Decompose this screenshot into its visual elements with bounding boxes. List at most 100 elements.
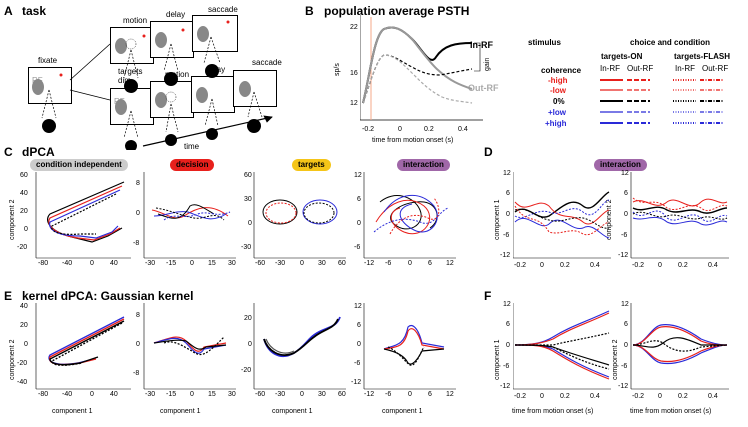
c1-ytick-3: 0 (24, 226, 28, 233)
f-plots (513, 303, 729, 390)
e1-ytick-0: 40 (20, 303, 28, 310)
dpca-plot-condition-independent (35, 172, 131, 259)
c1-xtick-0: -80 (38, 260, 49, 267)
legend-row-low-pos: +low (548, 108, 567, 117)
d2-xtick-2: 0.2 (678, 262, 688, 269)
c3-ytick-0: 60 (244, 172, 252, 179)
panel-label-e: E (4, 289, 13, 303)
c1-ytick-1: 40 (20, 190, 28, 197)
c4-xtick-1: -6 (385, 260, 392, 267)
e4-ytick-4: -12 (351, 379, 362, 386)
targets-dim-label: targets dim (118, 67, 143, 85)
d-ytick-3: -6 (503, 232, 510, 239)
f-plot-2 (630, 303, 729, 390)
c1-xtick-3: 40 (110, 260, 118, 267)
in-rf-flash-curve (362, 54, 473, 104)
d-xtick-2: 0.2 (560, 262, 570, 269)
d-plot-2 (630, 172, 729, 259)
c2-ytick-2: -8 (133, 240, 140, 247)
legend-row-high-pos: +high (545, 119, 567, 128)
e4-xtick-2: 0 (408, 391, 412, 398)
psth-xtick-3: 0.4 (458, 126, 468, 133)
d-xtick-1: 0 (540, 262, 544, 269)
c4-xtick-4: 12 (446, 260, 454, 267)
psth-ytick-12: 12 (350, 100, 358, 107)
d2-xtick-0: -0.2 (632, 262, 645, 269)
tag-targets: targets (292, 159, 331, 171)
e3-xlabel: component 1 (272, 408, 313, 415)
d2-xtick-3: 0.4 (708, 262, 718, 269)
d-ytick-2: 0 (506, 211, 510, 218)
e1-xtick-1: -40 (62, 391, 73, 398)
c1-xtick-1: -40 (62, 260, 73, 267)
branch-arrow (69, 43, 111, 81)
monkey-head-icon (205, 64, 219, 78)
e4-ytick-2: 0 (357, 341, 361, 348)
e2-xtick-0: -30 (145, 391, 156, 398)
e2-xlabel: component 1 (160, 408, 201, 415)
rf-blob (239, 81, 251, 97)
c4-ytick-2: 0 (357, 220, 361, 227)
rf-blob (197, 26, 209, 42)
f2-xtick-3: 0.4 (708, 393, 718, 400)
e1-xtick-0: -80 (38, 391, 49, 398)
f-ytick-1: 6 (506, 321, 510, 328)
panel-label-a: A (4, 4, 13, 18)
delay-label: delay (166, 10, 186, 19)
c3-xtick-2: 0 (300, 260, 304, 267)
legend-targets-on: targets-ON (601, 52, 643, 61)
psth-xtick-1: 0 (398, 126, 402, 133)
f-ytick-0: 12 (503, 301, 511, 308)
rf-blob (196, 87, 208, 103)
d2-ytick-3: -6 (621, 232, 628, 239)
c2-xtick-2: 0 (190, 260, 194, 267)
e1-ytick-1: 20 (20, 322, 28, 329)
f2-ytick-4: -12 (618, 383, 629, 390)
psth-xtick-0: -0.2 (362, 126, 375, 133)
motion-label: motion (123, 16, 148, 25)
e3-ytick-2: -20 (241, 367, 252, 374)
e4-xtick-1: -6 (385, 391, 392, 398)
f2-ytick-3: -6 (621, 363, 628, 370)
f1-xlabel: time from motion onset (s) (512, 408, 594, 415)
c3-ytick-2: 0 (248, 220, 252, 227)
d-plot-1 (513, 172, 611, 259)
e3-xtick-1: -30 (275, 391, 286, 398)
d-ytick-4: -12 (500, 252, 511, 259)
time-label: time (184, 142, 200, 151)
monkey-head-icon (42, 119, 56, 133)
c4-xtick-2: 0 (408, 260, 412, 267)
rf-blob (115, 38, 127, 54)
e4-xtick-4: 12 (446, 391, 454, 398)
out-rf-flash-curve (362, 54, 473, 104)
c4-ytick-1: 6 (357, 196, 361, 203)
c3-xtick-4: 60 (338, 260, 346, 267)
motion2-label: motion (165, 70, 190, 79)
d2-ytick-1: 6 (624, 190, 628, 197)
d-xtick-0: -0.2 (514, 262, 527, 269)
rf-blob (155, 32, 167, 48)
f-xtick-2: 0.2 (560, 393, 570, 400)
f-ytick-2: 0 (506, 342, 510, 349)
e1-xtick-2: 0 (90, 391, 94, 398)
f-xtick-3: 0.4 (590, 393, 600, 400)
c2-ytick-1: 0 (136, 210, 140, 217)
c3-ytick-3: -30 (241, 244, 252, 251)
tag-interaction: interaction (397, 159, 450, 171)
e2-ytick-1: 0 (136, 341, 140, 348)
c1-xtick-2: 0 (90, 260, 94, 267)
d-ytick-0: 12 (503, 170, 511, 177)
e1-ytick-2: 0 (24, 341, 28, 348)
dpca-title: dPCA (22, 145, 55, 159)
e2-xtick-1: -15 (166, 391, 177, 398)
rf-blob (32, 79, 44, 95)
e1-xtick-3: 40 (110, 391, 118, 398)
legend-choice-condition: choice and condition (630, 38, 711, 47)
d-ytick-1: 6 (506, 190, 510, 197)
d-ylabel: component 1 (494, 199, 501, 240)
kdpca-title: kernel dPCA: Gaussian kernel (22, 289, 194, 303)
e3-xtick-2: 0 (300, 391, 304, 398)
e4-xtick-0: -12 (364, 391, 375, 398)
saccade2-label: saccade (252, 58, 282, 67)
f2-xtick-0: -0.2 (632, 393, 645, 400)
